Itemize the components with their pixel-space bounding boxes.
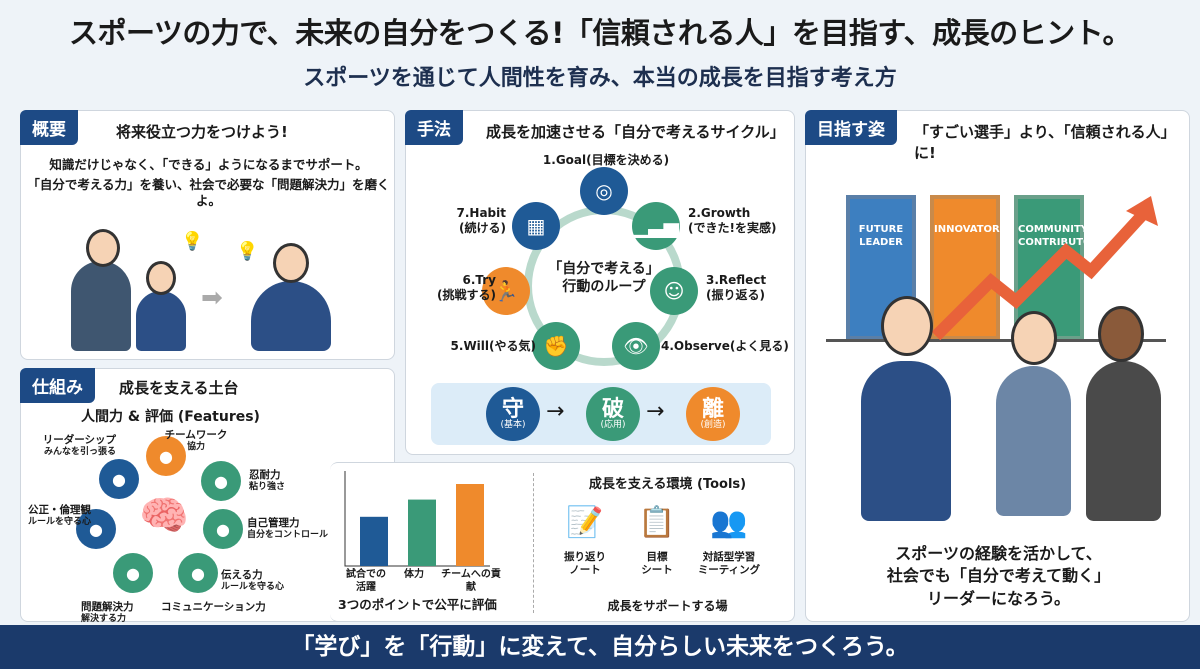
page-title: スポーツの力で、未来の自分をつくる!「信頼される人」を目指す、成長のヒント。	[68, 16, 1132, 50]
feature-label: 公正・倫理観ルールを守る心	[27, 504, 91, 528]
target-icon: ◎	[595, 179, 613, 203]
bar-0	[360, 516, 388, 566]
feature-label: 伝える力ルールを守る心	[221, 569, 285, 593]
people-icon: 👥	[710, 505, 748, 540]
shuhari-2: 離(創造)	[686, 387, 740, 441]
divider	[533, 473, 534, 613]
page-subtitle: スポーツを通じて人間性を育み、本当の成長を目指す考え方	[303, 66, 897, 91]
fist-icon: ✊	[543, 334, 569, 358]
eye-icon: 👁	[623, 334, 649, 358]
feature-label: チームワーク協力	[164, 429, 228, 453]
goal-message: スポーツの経験を活かして、 社会でも「自分で考えて動く」 リーダーになろう。	[886, 544, 1111, 608]
tool-label: 振り返り ノート	[564, 551, 606, 577]
goal-title: 「すごい選手」より、「信頼される人」に!	[914, 123, 1176, 162]
overview-panel: 概要 将来役立つ力をつけよう! 知識だけじゃなく、「できる」ようになるまでサポー…	[20, 110, 395, 360]
tool-label: 目標 シート	[641, 551, 673, 577]
feature-icon: ●	[113, 553, 153, 593]
runner-icon: 🏃	[493, 279, 519, 303]
cycle-step-label: 3.Reflect (振り返る)	[706, 273, 767, 302]
cycle-step-4: 👁	[612, 322, 660, 370]
notebook-icon: 📝	[566, 505, 604, 540]
arrow-right-icon: →	[646, 399, 665, 424]
cycle-step-label: 2.Growth (できた!を実感)	[688, 206, 777, 235]
feature-icon: ●	[203, 509, 243, 549]
mechanism-tag: 仕組み	[20, 368, 95, 403]
feature-label: 忍耐力粘り強さ	[249, 469, 286, 493]
arrow-right-icon: ➡	[201, 283, 223, 313]
bar-2	[456, 484, 484, 566]
feature-icon: ●	[146, 436, 186, 476]
cycle-step-label: 1.Goal(目標を決める)	[542, 153, 670, 167]
bar-growth-icon: ▁▃▅	[632, 214, 680, 238]
evaluation-tools-panel: 試合での活躍 体力 チームへの貢献 3つのポイントで公平に評価 成長を支える環境 (…	[330, 462, 795, 622]
lightbulb-icon: 💡	[181, 231, 204, 252]
cycle-step-7: ▦	[512, 202, 560, 250]
bar-1	[408, 499, 436, 566]
feature-icon: ●	[178, 553, 218, 593]
method-tag: 手法	[405, 110, 463, 145]
feature-icon: ●	[76, 509, 116, 549]
cycle-center-label: 「自分で考える」 行動のループ	[548, 261, 660, 295]
clipboard-icon: 📋	[638, 505, 676, 540]
lightbulb-icon: 💡	[236, 241, 259, 262]
feature-icon: ●	[201, 461, 241, 501]
feature-label: 自己管理力自分をコントロール	[247, 517, 329, 541]
feature-label: コミュニケーション力	[161, 601, 266, 613]
cycle-step-3: ☺	[650, 267, 698, 315]
feature-icon: ●	[99, 459, 139, 499]
arrow-right-icon: →	[546, 399, 565, 424]
method-panel: 手法 成長を加速させる「自分で考えるサイクル」 「自分で考える」 行動のループ …	[405, 110, 795, 455]
goal-tag: 目指す姿	[805, 110, 897, 145]
cycle-step-1: ◎	[580, 167, 628, 215]
brain-heart-icon: 🧠	[139, 493, 189, 539]
tool-label: 対話型学習 ミーティング	[697, 551, 761, 577]
cycle-step-5: ✊	[532, 322, 580, 370]
evaluation-bar-chart	[344, 471, 490, 567]
cycle-step-2: ▁▃▅	[632, 202, 680, 250]
shuhari-1: 破(応用)	[586, 387, 640, 441]
floor-line	[826, 339, 1166, 342]
footer-banner: 「学び」を「行動」に変えて、自分らしい未来をつくろう。	[0, 625, 1200, 669]
bar-label: 体力	[404, 569, 424, 580]
growth-arrow-icon	[931, 196, 1158, 341]
overview-line2: 「自分で考える力」を養い、社会で必要な「問題解決力」を磨くよ。	[27, 177, 390, 208]
bar-label: チームへの貢献	[441, 569, 501, 593]
shuhari-box: 守(基本)→破(応用)→離(創造)	[431, 383, 771, 445]
head-icon: ☺	[663, 279, 685, 303]
feature-label: 問題解決力解決する力	[81, 601, 134, 625]
overview-tag: 概要	[20, 110, 78, 145]
calendar-icon: ▦	[526, 214, 546, 238]
features-subtitle: 人間力 & 評価 (Features)	[81, 409, 260, 425]
tools-title: 成長を支える環境 (Tools)	[588, 477, 747, 492]
mechanism-title: 成長を支える土台	[119, 379, 239, 397]
cycle-step-label: 5.Will(やる気)	[450, 339, 536, 353]
shuhari-0: 守(基本)	[486, 387, 540, 441]
overview-title: 将来役立つ力をつけよう!	[116, 123, 288, 141]
feature-label: リーダーシップみんなを引っ張る	[42, 434, 116, 458]
overview-line1: 知識だけじゃなく、「できる」ようになるまでサポート。	[49, 157, 368, 172]
bar-label: 試合での活躍	[346, 569, 386, 593]
method-title: 成長を加速させる「自分で考えるサイクル」	[486, 123, 785, 141]
cycle-step-label: 7.Habit (続ける)	[456, 206, 507, 235]
cycle-step-label: 4.Observe(よく見る)	[661, 339, 789, 353]
door-1: INNOVATOR	[930, 195, 1000, 340]
tools-caption: 成長をサポートする場	[607, 599, 728, 613]
cycle-step-label: 6.Try (挑戦する)	[437, 273, 496, 302]
cycle-step-6: 🏃	[482, 267, 530, 315]
chart-axis	[344, 471, 490, 567]
chart-caption: 3つのポイントで公平に評価	[338, 597, 497, 612]
